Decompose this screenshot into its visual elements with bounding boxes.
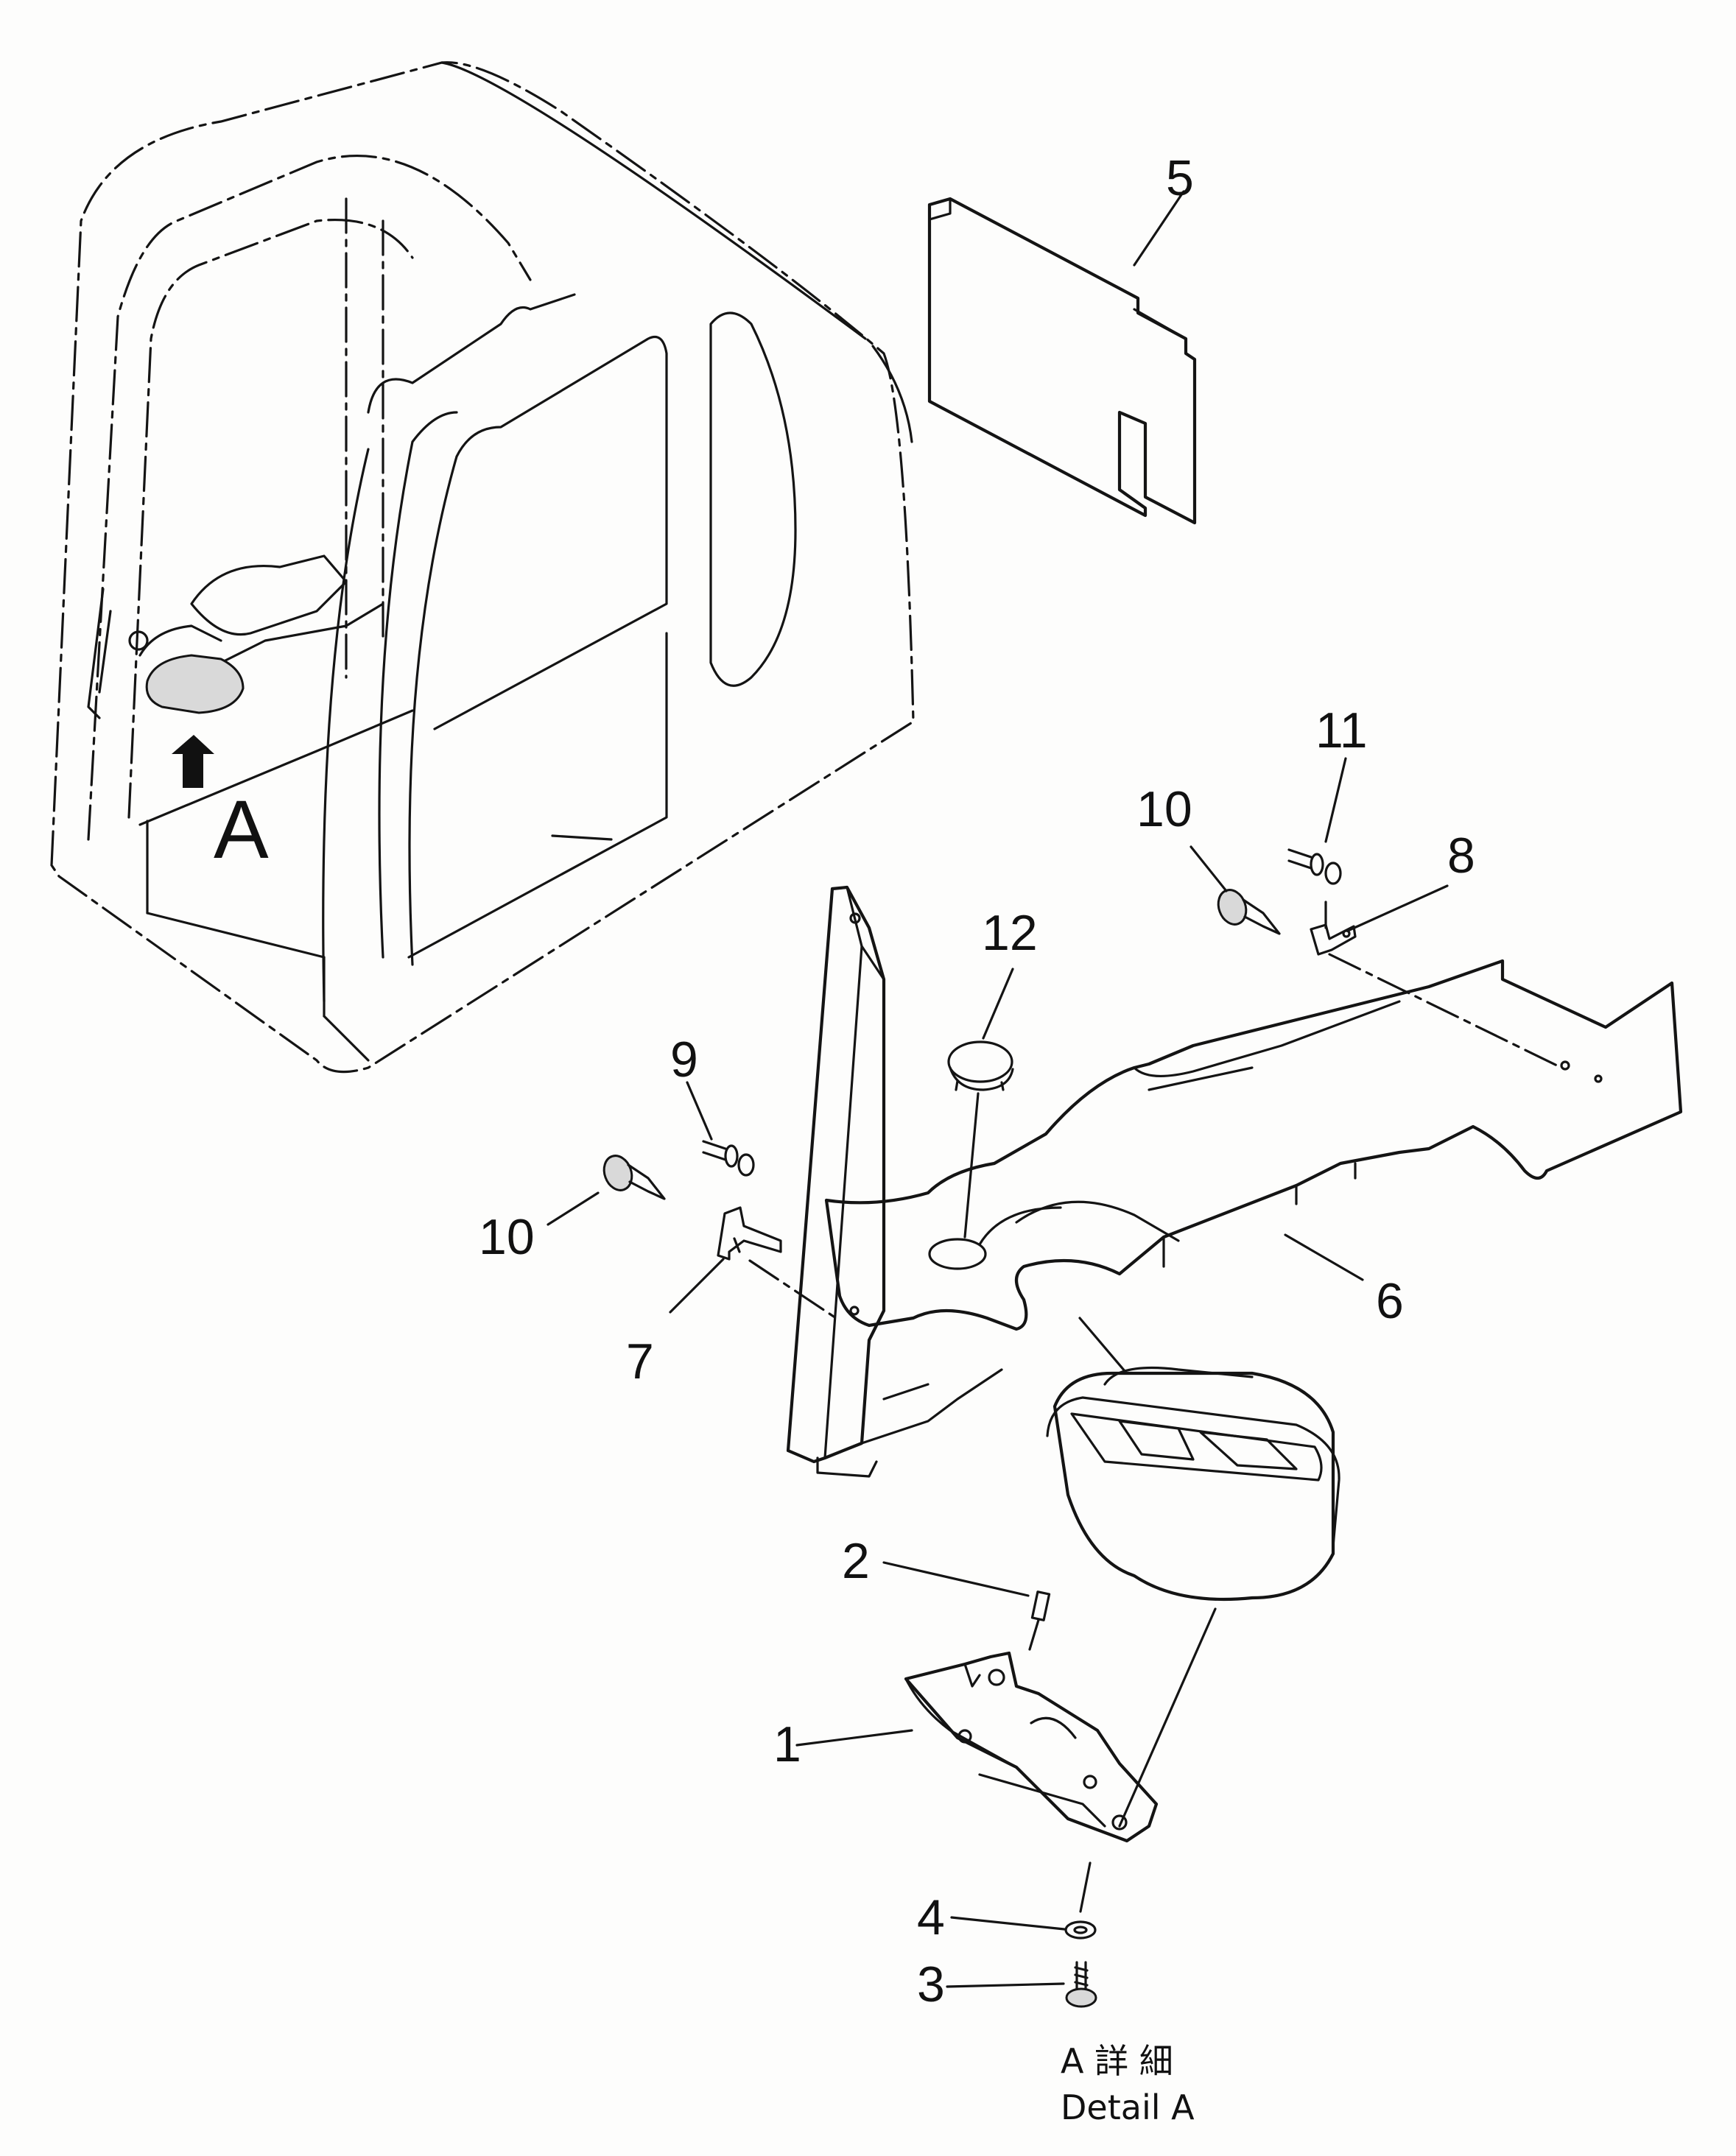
part-9-screw (702, 1140, 755, 1177)
armrest-seat-unit (1046, 1366, 1340, 1602)
console-side-panel (786, 885, 1003, 1478)
callout-4: 4 (917, 1889, 945, 1945)
operator-cab-outline (50, 61, 915, 1074)
callout-9: 9 (670, 1032, 698, 1088)
callout-8: 8 (1447, 828, 1475, 884)
part-10-screw-right (1217, 889, 1281, 935)
part-10-screw-left (602, 1155, 666, 1200)
callout-1: 1 (773, 1716, 801, 1772)
detail-caption-japanese: A 詳 細 (1061, 2041, 1173, 2081)
part-2-pin (1030, 1590, 1051, 1621)
callout-leaders (547, 190, 1449, 1988)
part-11-screw (1287, 848, 1342, 885)
part-5-insulation-panel (927, 197, 1197, 525)
part-4-washer (1064, 1920, 1097, 1940)
assembly-lines (748, 901, 1563, 1913)
callout-12: 12 (982, 905, 1038, 961)
callout-7: 7 (626, 1334, 654, 1389)
callout-10-right: 10 (1136, 781, 1192, 837)
detail-caption-english: Detail A (1061, 2088, 1195, 2127)
callout-11: 11 (1315, 702, 1368, 758)
callout-3: 3 (917, 1956, 945, 2012)
callout-5: 5 (1166, 150, 1194, 206)
callout-2: 2 (842, 1533, 870, 1589)
callout-numbers: 5 1 2 3 4 6 7 8 9 10 10 11 12 (479, 150, 1475, 2012)
part-12-plug (947, 1040, 1014, 1091)
part-1-bracket-cover (904, 1651, 1159, 1843)
view-arrow-icon (172, 735, 214, 788)
part-3-bolt (1065, 1961, 1097, 2008)
callout-10-left: 10 (479, 1209, 535, 1265)
view-marker-label: A (214, 783, 269, 876)
part-6-floor-cover (824, 959, 1683, 1331)
part-7-clip (717, 1206, 782, 1261)
callout-6: 6 (1376, 1273, 1404, 1329)
